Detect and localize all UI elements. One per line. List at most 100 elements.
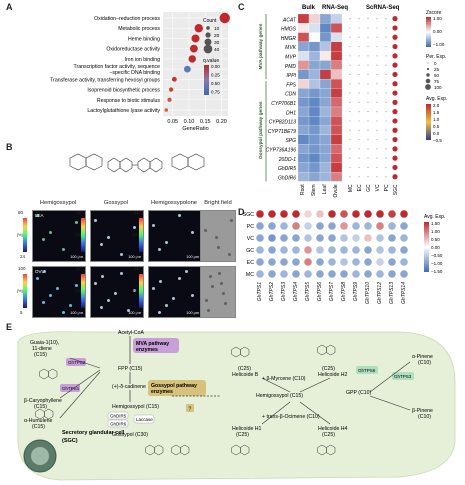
sc-dot (367, 138, 369, 141)
sc-dot (376, 64, 378, 66)
tps2-label: GhTPS2 (68, 360, 86, 365)
heatmap-cell (308, 153, 321, 163)
sc-dot (376, 111, 378, 113)
mva-label-1: MVA pathway (136, 341, 169, 347)
sc-dot (392, 127, 398, 133)
signal-spot (178, 214, 181, 217)
sc-dot (367, 73, 369, 76)
heatmap-cell (308, 125, 321, 135)
row-label: GC (246, 248, 254, 254)
guaia-label-2: 11-diene (32, 346, 52, 352)
laccase-box (133, 414, 155, 424)
sc-dot (358, 148, 360, 150)
tissue-tag: OVU (35, 269, 45, 274)
term-label: Heme binding (128, 36, 160, 42)
ring (240, 444, 250, 456)
tps3-label: GhTPS3 (394, 374, 412, 379)
legend-count-label: 40 (214, 47, 220, 53)
per-exp-dot (426, 67, 430, 71)
intensity-colorbar (81, 218, 85, 252)
signal-spot (165, 241, 168, 244)
signal-spot (152, 287, 155, 290)
heatmap-cell (308, 23, 321, 33)
expression-dot (388, 246, 396, 254)
avg-exp-tick: 0.5 (433, 124, 440, 129)
heatmap-cell (319, 125, 332, 135)
group-label-mva: MVA pathway genes (258, 23, 264, 69)
heatmap-cell (297, 41, 310, 52)
arrow-hemi-h1 (261, 401, 291, 425)
signal-spot (159, 280, 162, 283)
colorbar-max: 26 (134, 210, 140, 215)
col-label: GhTPS2 (269, 282, 275, 301)
sc-dot (367, 27, 369, 29)
c25-c: (C25) (236, 432, 249, 438)
per-exp-dot (427, 62, 429, 64)
sc-dot (385, 73, 387, 76)
heatmap-cell (330, 32, 343, 42)
expression-dot (400, 258, 408, 266)
humulene-label-1: α-Humulene (24, 418, 52, 424)
colorbar-max: 80 (18, 210, 24, 215)
legend-count-label: 20 (214, 33, 220, 39)
heatmap-cell (330, 134, 343, 145)
sc-dot (358, 111, 360, 113)
heatmap-cell (330, 125, 343, 135)
signal-spot (191, 294, 194, 297)
gene-label: GhDIR5 (278, 166, 296, 172)
sc-dot (376, 129, 378, 131)
humulene-label-2: (C15) (32, 424, 45, 430)
expression-dot (364, 270, 372, 278)
gene-label: DH1 (286, 110, 296, 116)
signal-spot (49, 231, 52, 234)
colorbar-max: 17 (76, 266, 82, 271)
expression-dot (316, 222, 324, 230)
helicoide-h2-structure (317, 344, 336, 356)
zscore-colorbar (426, 17, 431, 47)
beta-pinene-label-2: (C10) (418, 414, 431, 420)
signal-spot (36, 277, 39, 280)
expression-dot (340, 270, 348, 278)
gossypol-box-1: Gossypol pathway (151, 383, 197, 389)
heatmap-cell (319, 41, 332, 52)
beta-pinene-label-1: β-Pinene (412, 408, 433, 414)
sc-dot (349, 157, 351, 159)
sc-dot (358, 92, 360, 94)
arrow-fpp-caryo (59, 369, 101, 399)
intensity-colorbar (139, 274, 143, 308)
cadinene-label: (+)-δ-cadinene (112, 384, 146, 390)
expression-dot (364, 222, 372, 230)
ring (240, 346, 250, 358)
sc-dot (392, 81, 398, 87)
legend-title: Avg. Exp. (424, 214, 445, 220)
colorbar-unit: [%] (133, 232, 139, 237)
colorbar-unit: [%] (17, 232, 23, 237)
ring (326, 344, 336, 356)
ocimene-label: + trans-β-Ocimene (C10) (262, 414, 320, 420)
heatmap-cell (319, 32, 332, 42)
enrichment-dot (183, 65, 191, 73)
gene-label: CYP736A196 (266, 148, 297, 154)
expression-dot (400, 270, 408, 278)
gene-label: 20DD-1 (278, 157, 296, 163)
gene-label: CDN (285, 92, 296, 98)
heatmap-cell (308, 97, 321, 108)
caryo-label-1: β-Caryophyllene (24, 398, 62, 404)
gene-label: HMGS (281, 27, 297, 33)
legend-count-label: 30 (214, 40, 220, 46)
x-axis-label: GeneRatio (182, 126, 208, 132)
heatmap-cell (308, 88, 321, 98)
expression-dot (280, 234, 288, 242)
d-tick: 1.50 (431, 221, 440, 226)
expression-dot (376, 222, 384, 230)
sc-dot (392, 155, 398, 161)
signal-spot (217, 246, 220, 249)
sc-dot (367, 64, 369, 66)
heatmap-cell (330, 153, 343, 163)
dir6-label: GhDIR6 (110, 422, 127, 427)
signal-spot (172, 297, 175, 300)
expression-dot (328, 234, 336, 242)
sc-dot (367, 18, 369, 20)
heatmap-cell (308, 116, 321, 126)
signal-spot (133, 226, 136, 229)
